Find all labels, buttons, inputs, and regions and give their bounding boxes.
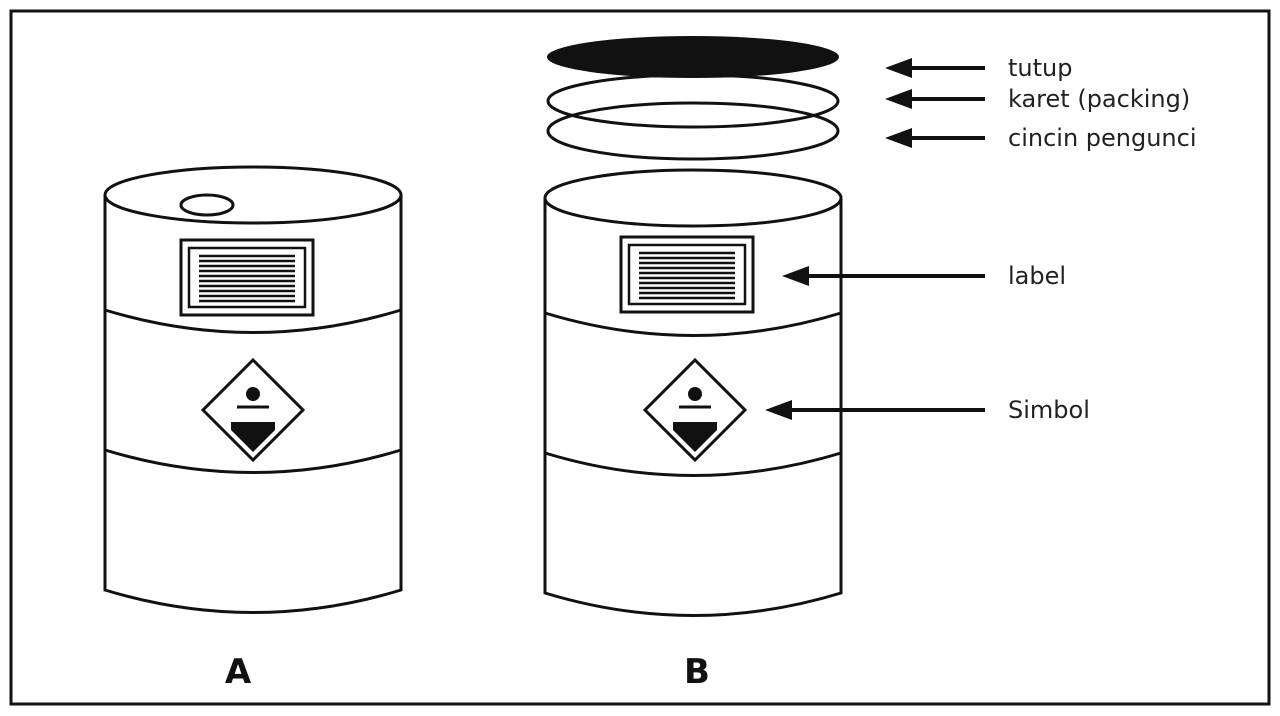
drum-a-bung-cap [179, 193, 235, 217]
rubber-gasket [546, 73, 840, 129]
lid [547, 36, 839, 78]
drum-a-label-icon [179, 238, 315, 317]
arrow-label-icon [782, 266, 985, 286]
callout-simbol: Simbol [1008, 396, 1090, 424]
caption-a: A [225, 652, 252, 692]
drum-b-label-icon [619, 235, 755, 314]
arrow-tutup-icon [885, 58, 985, 78]
locking-ring [546, 101, 840, 161]
callout-label: label [1008, 262, 1066, 290]
arrow-cincin-icon [885, 128, 985, 148]
callout-cincin: cincin pengunci [1008, 124, 1197, 152]
callout-karet: karet (packing) [1008, 85, 1190, 113]
callout-tutup: tutup [1008, 54, 1072, 82]
drum-b [543, 168, 843, 617]
caption-b: B [684, 652, 710, 692]
arrow-karet-icon [885, 89, 985, 109]
drum-a [103, 165, 403, 614]
arrow-simbol-icon [765, 400, 985, 420]
frame-border [9, 9, 1271, 706]
